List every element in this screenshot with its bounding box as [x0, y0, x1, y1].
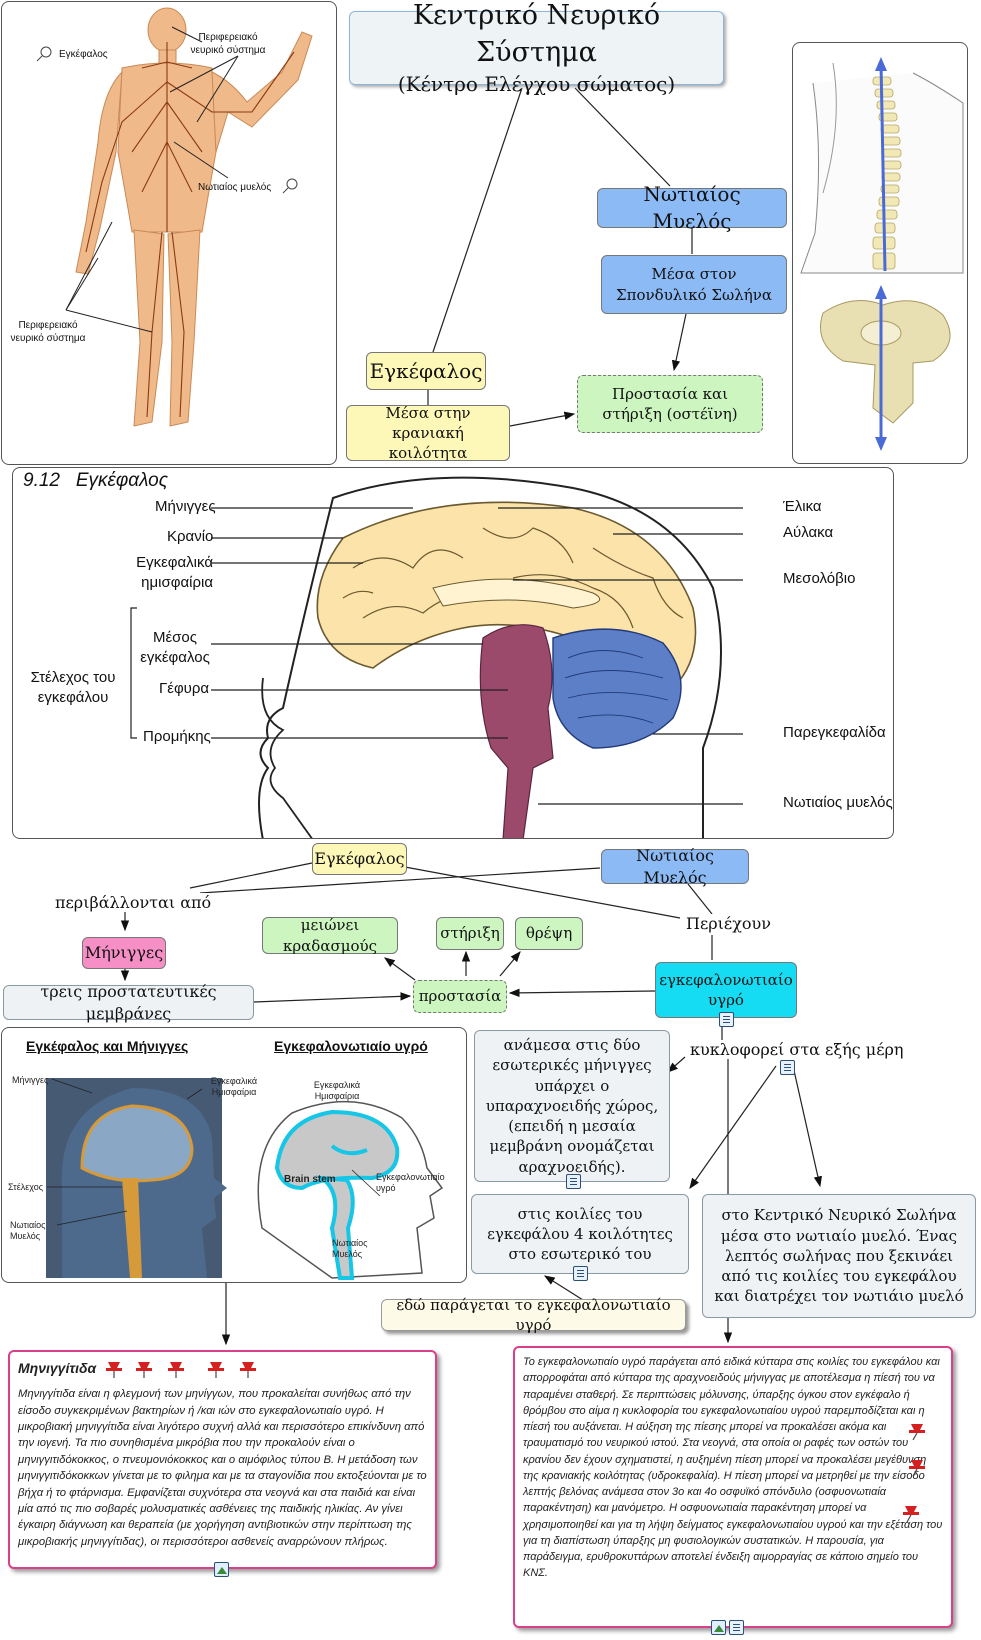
csf-image-icon[interactable]	[711, 1620, 726, 1635]
reduces-vibration-node: μειώνει κραδασμούς	[262, 916, 398, 955]
produced-here-node-label: εδώ παράγεται το εγκεφαλονωτιαίο υγρό	[396, 1295, 671, 1334]
label-gyrus: Έλικα	[783, 498, 822, 515]
right-label-csf: Εγκεφαλονωτιαίο υγρό	[376, 1172, 445, 1194]
spine-image	[792, 42, 968, 464]
ventricles-node: στις κοιλίες του εγκεφάλου 4 κοιλότητες …	[471, 1194, 689, 1274]
bone-protection-node-label: Προστασία και στήριξη (οστέϊνη)	[602, 384, 738, 423]
meningitis-card: Μηνιγγίτιδα Μηνιγγίτιδα είναι η φλεγμονή…	[8, 1350, 437, 1569]
left-label-hemispheres: Εγκεφαλικά Ημισφαίρια	[210, 1076, 258, 1097]
csf-info-text: Το εγκεφαλονωτιαίο υγρό παράγεται από ει…	[523, 1356, 943, 1580]
spinal-node-middle: Νωτιαίος Μυελός	[601, 846, 749, 887]
right-image-title: Εγκεφαλονωτιαίο υγρό	[274, 1038, 428, 1054]
support-node: στήριξη	[436, 917, 504, 950]
left-label-brainstem: Στέλεχος	[8, 1182, 44, 1192]
brain-diagram-heading: 9.12 Εγκέφαλος	[23, 470, 168, 491]
spinal-canal-node-label: Μέσα στον Σπονδυλικό Σωλήνα	[616, 265, 772, 304]
ventricles-note-icon[interactable]	[573, 1266, 588, 1281]
label-spinal-cord: Νωτιαίος μυελός	[783, 794, 893, 811]
meningitis-text: Μηνιγγίτιδα είναι η φλεγμονή των μηνίγγω…	[18, 1388, 427, 1548]
cns-subtitle: (Κέντρο Ελέγχου σώματος)	[397, 71, 676, 96]
central-canal-node: στο Κεντρικό Νευρικό Σωλήνα μέσα στο νωτ…	[702, 1194, 976, 1318]
protection-node: προστασία	[413, 980, 507, 1013]
csf-note-icon[interactable]	[719, 1012, 734, 1027]
spine-illustration	[800, 57, 964, 451]
brain-node-top-label: Εγκέφαλος	[369, 358, 483, 383]
right-label-spinal: Νωτιαίος Μυελός	[332, 1238, 368, 1260]
left-label-spinal: Νωτιαίος Μυελός	[10, 1220, 46, 1242]
pushpin-icons	[106, 1362, 257, 1379]
cranial-cavity-node: Μέσα στην κρανιακή κοιλότητα	[346, 403, 510, 463]
left-image-title: Εγκέφαλος και Μήνιγγες	[26, 1038, 189, 1054]
brain-node-middle: Εγκέφαλος	[312, 843, 407, 875]
right-label-hemispheres: Εγκεφαλικά Ημισφαίρια	[313, 1080, 361, 1102]
spinal-node-middle-label: Νωτιαίος Μυελός	[636, 845, 714, 887]
meningitis-title: Μηνιγγίτιδα	[18, 1360, 97, 1376]
central-canal-node-label: στο Κεντρικό Νευρικό Σωλήνα μέσα στο νωτ…	[714, 1206, 964, 1306]
label-hemispheres: Εγκεφαλικά ημισφαίρια	[136, 554, 213, 592]
spinal-cord-node-label: Νωτιαίος Μυελός	[643, 182, 741, 233]
reduces-vibration-node-label: μειώνει κραδασμούς	[282, 916, 378, 955]
body-pns-top-label: Περιφερειακό νευρικό σύστημα	[190, 32, 266, 56]
spinal-canal-node: Μέσα στον Σπονδυλικό Σωλήνα	[601, 255, 787, 314]
csf-node-label: εγκεφαλονωτιαίο υγρό	[659, 970, 793, 1009]
right-label-brainstem: Brain stem	[284, 1174, 336, 1185]
spinal-cord-node: Νωτιαίος Μυελός	[597, 182, 787, 233]
subarachnoid-note-icon[interactable]	[566, 1174, 581, 1189]
bone-protection-node: Προστασία και στήριξη (οστέϊνη)	[577, 375, 763, 433]
surrounded-by-link: περιβάλλονται από	[55, 893, 212, 912]
label-brainstem-group: Στέλεχος του εγκεφάλου	[30, 669, 116, 707]
three-membranes-node: τρεις προστατευτικές μεμβράνες	[3, 982, 254, 1023]
meninges-node-label: Μήνιγγες	[84, 943, 164, 963]
body-figure-illustration	[36, 7, 313, 427]
label-pons: Γέφυρα	[159, 680, 210, 697]
produced-here-node: εδώ παράγεται το εγκεφαλονωτιαίο υγρό	[381, 1296, 686, 1334]
three-membranes-node-label: τρεις προστατευτικές μεμβράνες	[40, 981, 217, 1023]
left-label-meninges: Μήνιγγες	[12, 1075, 49, 1085]
brain-node-middle-label: Εγκέφαλος	[314, 849, 405, 869]
meningitis-image-icon[interactable]	[214, 1562, 229, 1577]
body-nervous-system-image: Εγκέφαλος Περιφερειακό νευρικό σύστημα Ν…	[1, 1, 337, 465]
body-pns-bottom-label: Περιφερειακό νευρικό σύστημα	[10, 320, 86, 344]
brain-node-top: Εγκέφαλος	[366, 352, 486, 390]
subarachnoid-node: ανάμεσα στις δύο εσωτερικές μήνιγγες υπά…	[474, 1030, 670, 1182]
cranial-cavity-node-label: Μέσα στην κρανιακή κοιλότητα	[385, 403, 471, 463]
meninges-csf-images-panel: Εγκέφαλος και Μήνιγγες Εγκεφαλονωτιαίο υ…	[1, 1027, 467, 1283]
circulates-note-icon[interactable]	[780, 1060, 795, 1075]
contain-link: Περιέχουν	[686, 914, 771, 933]
csf-node: εγκεφαλονωτιαίο υγρό	[655, 962, 797, 1018]
ventricles-node-label: στις κοιλίες του εγκεφάλου 4 κοιλότητες …	[487, 1204, 673, 1264]
label-skull: Κρανίο	[167, 528, 214, 545]
meninges-node: Μήνιγγες	[82, 937, 166, 969]
cns-title: Κεντρικό Νευρικό Σύστημα	[412, 0, 661, 68]
csf-card-note-icon[interactable]	[729, 1620, 744, 1635]
label-cerebellum: Παρεγκεφαλίδα	[783, 724, 886, 741]
body-spinal-label: Νωτιαίος μυελός	[198, 182, 272, 193]
meninges-csf-illustration	[46, 1078, 444, 1280]
circulates-link: κυκλοφορεί στα εξής μέρη	[690, 1040, 904, 1059]
csf-pushpin-icons	[903, 1424, 925, 1523]
brain-diagram-panel: 9.12 Εγκέφαλος	[12, 467, 894, 839]
brain-sagittal-illustration	[130, 476, 743, 838]
csf-info-card: Το εγκεφαλονωτιαίο υγρό παράγεται από ει…	[513, 1346, 953, 1628]
label-medulla: Προμήκης	[143, 728, 211, 745]
body-brain-label: Εγκέφαλος	[59, 49, 108, 60]
cns-title-box: Κεντρικό Νευρικό Σύστημα (Κέντρο Ελέγχου…	[349, 0, 724, 96]
support-node-label: στήριξη	[440, 924, 500, 943]
protection-node-label: προστασία	[418, 987, 502, 1006]
label-corpus-callosum: Μεσολόβιο	[783, 570, 856, 587]
nutrition-node-label: θρέψη	[525, 924, 573, 943]
label-midbrain: Μέσος εγκέφαλος	[140, 629, 210, 667]
label-meninges: Μήνιγγες	[155, 498, 216, 515]
subarachnoid-node-label: ανάμεσα στις δύο εσωτερικές μήνιγγες υπά…	[485, 1036, 659, 1176]
nutrition-node: θρέψη	[515, 917, 583, 950]
label-sulcus: Αύλακα	[783, 524, 834, 541]
